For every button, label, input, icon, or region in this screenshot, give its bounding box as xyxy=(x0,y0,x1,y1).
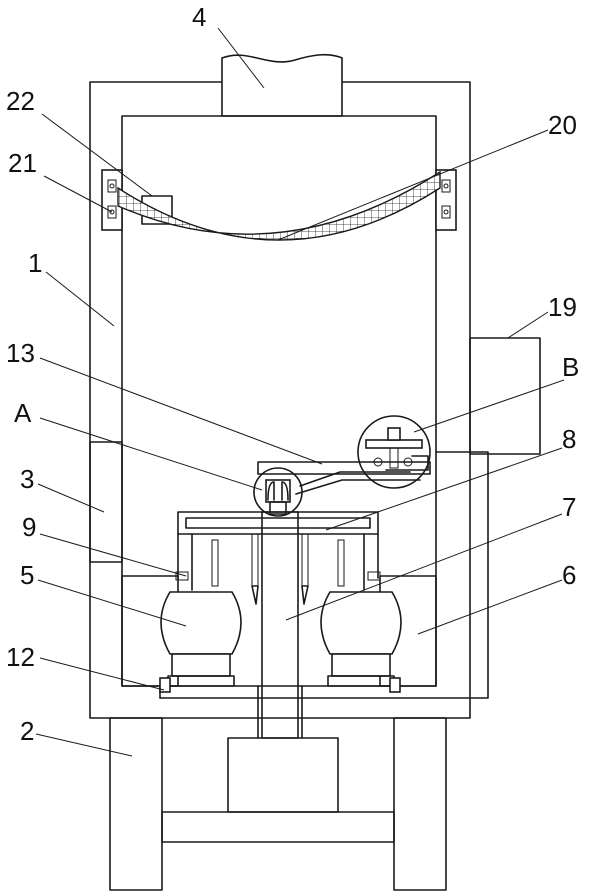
rack-bars xyxy=(175,533,381,587)
inlet-pipe xyxy=(221,53,343,117)
detail-circle-b xyxy=(357,415,431,489)
label-9: 9 xyxy=(22,512,37,542)
crusher-frame xyxy=(177,511,379,591)
leader-lines xyxy=(35,27,565,757)
label-4: 4 xyxy=(192,2,207,32)
label-19: 19 xyxy=(548,292,577,322)
mount-bracket-right xyxy=(435,169,457,231)
label-13: 13 xyxy=(6,338,35,368)
label-b: B xyxy=(562,352,580,382)
support-legs xyxy=(109,717,447,891)
label-8: 8 xyxy=(562,424,577,454)
mesh-screen xyxy=(117,170,441,241)
inner-chamber xyxy=(121,115,437,687)
control-box xyxy=(469,337,541,455)
detail-circle-a xyxy=(253,467,303,517)
label-7: 7 xyxy=(562,492,577,522)
crusher-roller-left xyxy=(121,575,242,687)
label-5: 5 xyxy=(20,560,35,590)
outer-housing xyxy=(89,81,471,719)
shaft-blades xyxy=(251,585,309,605)
label-2: 2 xyxy=(20,716,35,746)
label-6: 6 xyxy=(562,560,577,590)
crusher-roller-right xyxy=(320,575,437,687)
label-22: 22 xyxy=(6,86,35,116)
side-box-left xyxy=(89,441,123,563)
connecting-arm xyxy=(257,461,431,495)
label-3: 3 xyxy=(20,464,35,494)
label-1: 1 xyxy=(28,248,43,278)
base-fixings xyxy=(159,677,401,693)
central-shaft xyxy=(257,511,303,739)
label-21: 21 xyxy=(8,148,37,178)
label-a: A xyxy=(14,398,32,428)
label-12: 12 xyxy=(6,642,35,672)
label-20: 20 xyxy=(548,110,577,140)
motor-box xyxy=(227,737,339,813)
